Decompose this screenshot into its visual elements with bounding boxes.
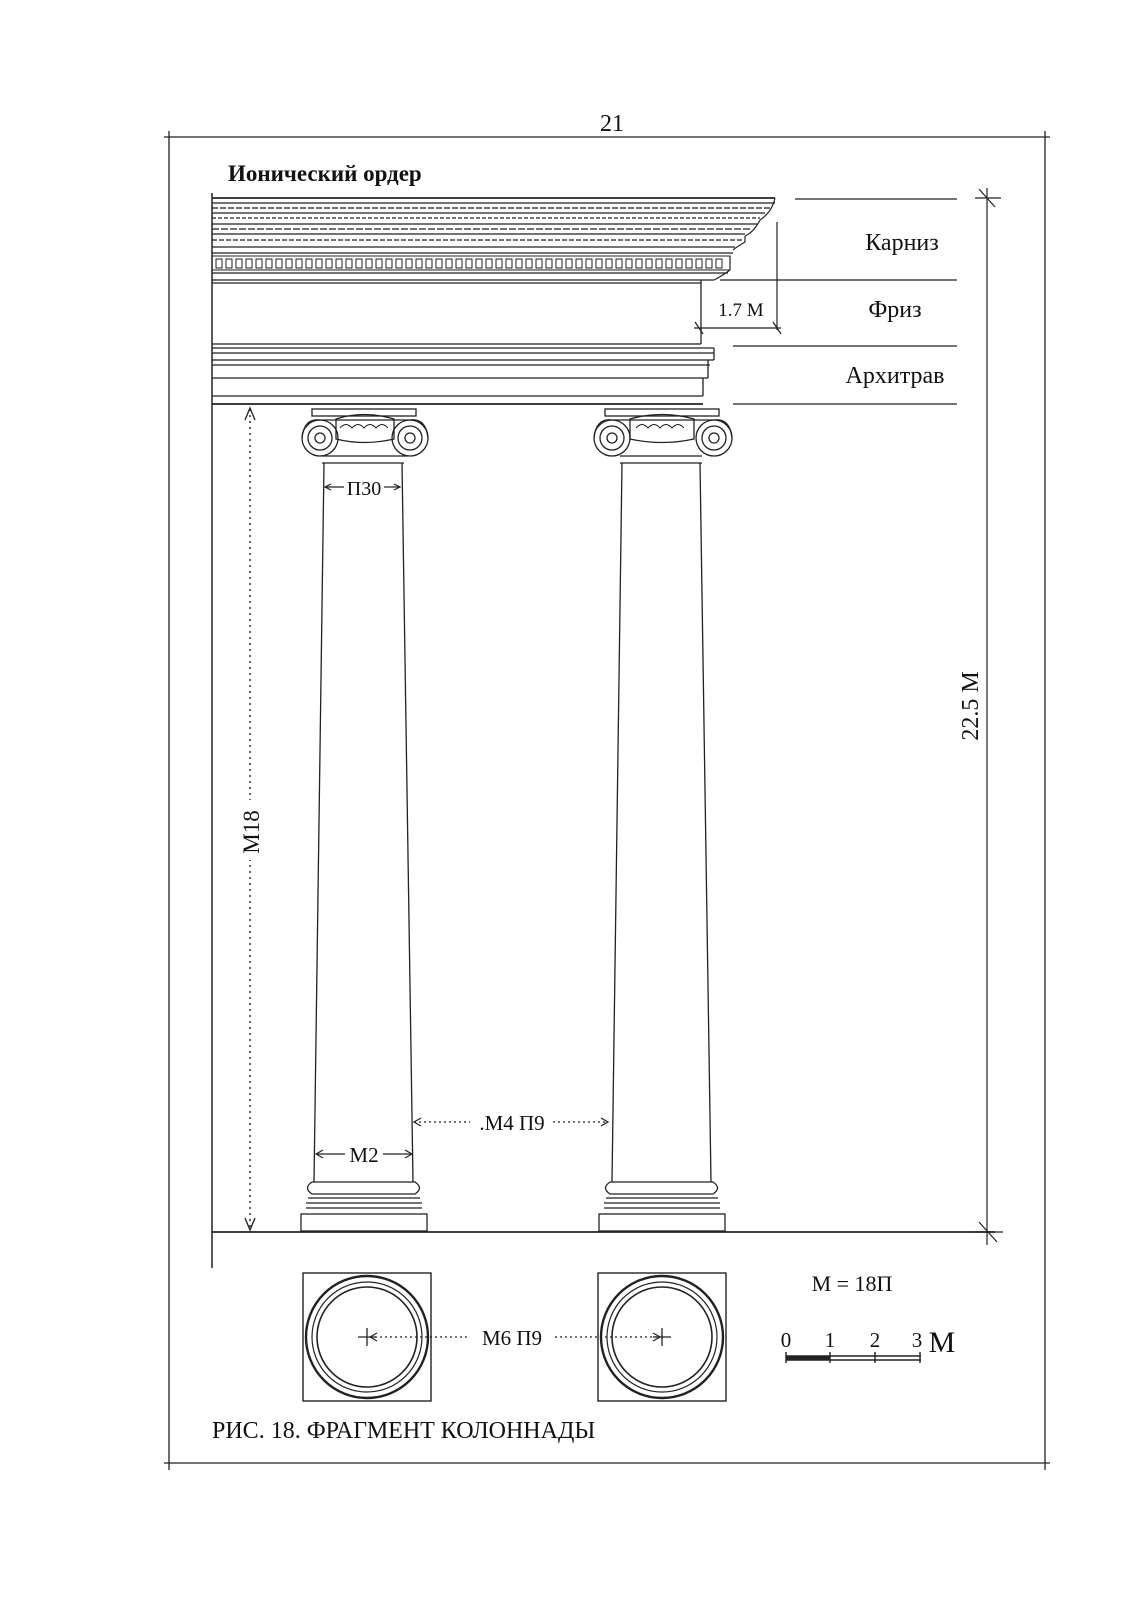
module-note: М = 18П	[812, 1271, 893, 1296]
dentil	[405, 258, 413, 269]
dentil	[695, 258, 703, 269]
dentil	[235, 258, 243, 269]
dentil	[435, 258, 443, 269]
page-frame	[164, 131, 1050, 1470]
dentil	[525, 258, 533, 269]
dentil	[455, 258, 463, 269]
dentil-row	[215, 258, 723, 269]
dentil	[265, 258, 273, 269]
bottom-diameter-dimension	[314, 1149, 414, 1159]
top-diameter-label: П30	[347, 478, 381, 500]
dentil	[465, 258, 473, 269]
plan-column-right	[597, 1272, 727, 1402]
dentil	[565, 258, 573, 269]
dentil	[715, 258, 723, 269]
dentil	[505, 258, 513, 269]
dentil	[685, 258, 693, 269]
top-diameter-dimension	[323, 483, 402, 491]
dentil	[325, 258, 333, 269]
axis-spacing-label: М6 П9	[482, 1326, 542, 1350]
dentil	[645, 258, 653, 269]
dentil	[415, 258, 423, 269]
dentil	[675, 258, 683, 269]
frieze-height-label: 1.7 М	[718, 300, 764, 321]
dentil	[485, 258, 493, 269]
dentil	[395, 258, 403, 269]
dentil	[495, 258, 503, 269]
column-right	[593, 408, 733, 1232]
dentil	[425, 258, 433, 269]
cornice-label: Карниз	[865, 230, 939, 256]
column-height-label-bg	[238, 800, 262, 860]
page-number: 21	[600, 111, 624, 137]
column-left	[300, 408, 429, 1232]
dentil	[225, 258, 233, 269]
dentil	[615, 258, 623, 269]
dentil	[545, 258, 553, 269]
dentil	[445, 258, 453, 269]
dentil	[315, 258, 323, 269]
scale-tick-2: 2	[870, 1328, 881, 1352]
scale-unit: М	[929, 1326, 956, 1359]
frieze-label: Фриз	[868, 297, 921, 323]
column-height-dimension	[244, 406, 256, 1232]
cornice	[211, 197, 776, 281]
dentil	[655, 258, 663, 269]
dentil	[295, 258, 303, 269]
plan-column-left	[302, 1272, 432, 1402]
dentil	[555, 258, 563, 269]
bottom-diameter-label: М2	[349, 1143, 378, 1167]
intercolumn-label: .М4 П9	[479, 1111, 544, 1135]
dentil	[625, 258, 633, 269]
dentil	[605, 258, 613, 269]
scale-bar	[785, 1352, 921, 1363]
dentil	[575, 258, 583, 269]
dentil	[245, 258, 253, 269]
dentil	[385, 258, 393, 269]
dentil	[475, 258, 483, 269]
scale-tick-3: 3	[912, 1328, 923, 1352]
dentil	[355, 258, 363, 269]
dentil	[595, 258, 603, 269]
figure-caption: РИС. 18. ФРАГМЕНТ КОЛОННАДЫ	[212, 1418, 595, 1444]
dentil	[345, 258, 353, 269]
dentil	[635, 258, 643, 269]
scale-tick-0: 0	[781, 1328, 792, 1352]
dentil	[585, 258, 593, 269]
dentil	[335, 258, 343, 269]
dentil	[285, 258, 293, 269]
dentil	[515, 258, 523, 269]
axis-spacing-dimension	[368, 1332, 662, 1342]
scale-tick-1: 1	[825, 1328, 836, 1352]
dentil	[215, 258, 223, 269]
dentil	[305, 258, 313, 269]
dentil	[275, 258, 283, 269]
total-height-label: 22.5 М	[958, 671, 984, 740]
dentil	[705, 258, 713, 269]
column-height-label: М18	[239, 810, 264, 853]
dentil	[255, 258, 263, 269]
dentil	[375, 258, 383, 269]
intercolumn-dimension	[412, 1117, 610, 1127]
architrave-label: Архитрав	[846, 363, 945, 389]
dentil	[535, 258, 543, 269]
architrave	[212, 347, 715, 405]
drawing-title: Ионический ордер	[228, 161, 422, 186]
frieze	[212, 280, 702, 345]
dentil	[365, 258, 373, 269]
entablature-legend	[720, 198, 957, 405]
dentil	[665, 258, 673, 269]
frieze-dimension	[694, 222, 782, 335]
